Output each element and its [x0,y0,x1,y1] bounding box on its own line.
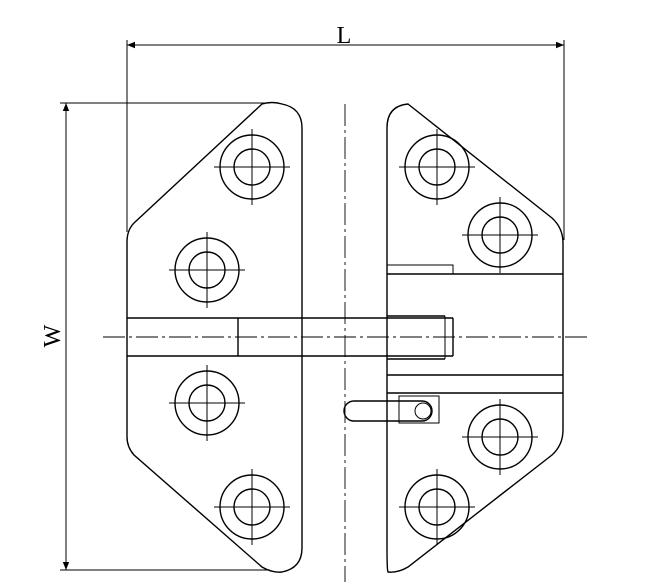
hole [169,232,245,308]
left-leaf-outline [126,101,303,573]
hole [462,197,538,273]
lock-lever [343,395,440,424]
length-dimension: L [126,23,565,240]
hinge-pin [127,315,454,360]
width-dimension: W [40,102,270,571]
hole [169,365,245,441]
hole [214,469,290,545]
right-leaf-outline [386,103,564,573]
lower-slot [387,374,563,394]
hole [399,469,475,545]
hole [462,399,538,475]
upper-slot [386,264,563,275]
hole [399,129,475,205]
hole [214,129,290,205]
width-label: W [40,324,66,347]
length-label: L [337,23,352,49]
